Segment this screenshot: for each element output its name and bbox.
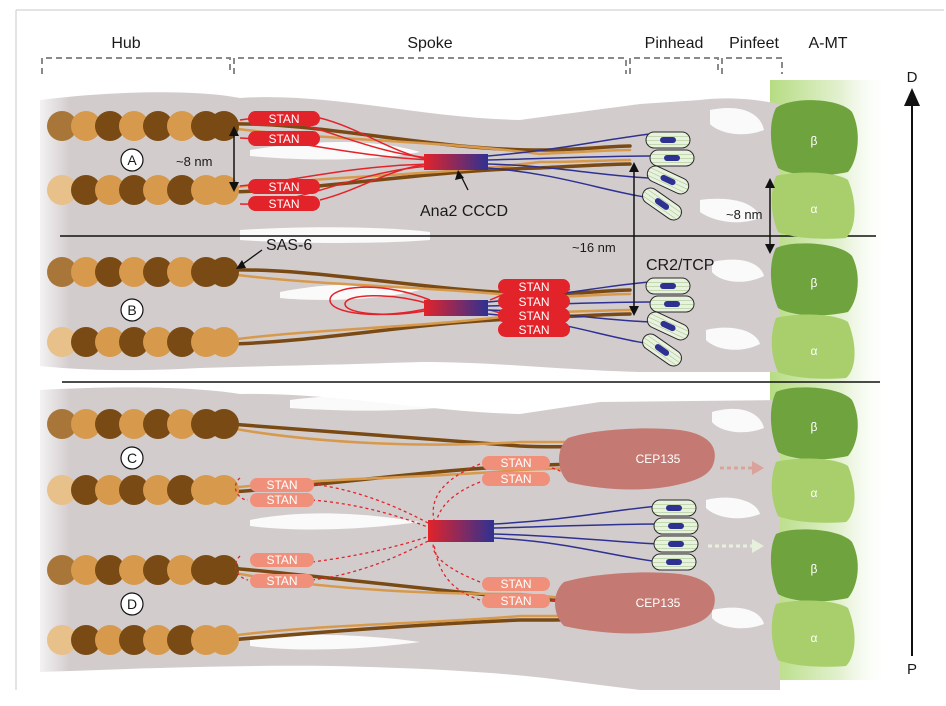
tubulin-label-5: β [811,420,818,434]
svg-text:STAN: STAN [266,478,297,492]
stan-pill: STAN [498,322,570,337]
cccd-bar-cd [428,520,494,542]
stan-pill: STAN [250,478,314,492]
cr2-tcp-label: CR2/TCP [646,257,714,274]
hub-row-4 [47,327,239,357]
stan-pill: STAN [498,294,570,309]
stan-pill: STAN [498,279,570,294]
stan-pill: STAN [250,574,314,588]
stan-pill: STAN [250,493,314,507]
hub-beads [47,111,239,655]
svg-text:STAN: STAN [266,493,297,507]
svg-text:STAN: STAN [500,594,531,608]
svg-text:STAN: STAN [518,295,549,309]
svg-text:STAN: STAN [500,472,531,486]
stan-pill: STAN [498,308,570,323]
ana2-label: Ana2 CCCD [420,203,508,220]
spoke-header: Spoke [407,35,452,52]
svg-text:STAN: STAN [518,280,549,294]
cccd-bar-a [424,154,488,170]
svg-text:STAN: STAN [518,309,549,323]
tubulin-label-7: β [811,562,818,576]
distal-label: D [907,69,918,86]
tubulin-label-8: α [811,631,818,645]
dp-axis-arrowhead [904,88,920,106]
stan-pill: STAN [482,456,550,470]
svg-text:STAN: STAN [268,180,299,194]
stan-pill: STAN [248,131,320,146]
row-d-label: D [127,596,137,612]
tubulin-label-6: α [811,486,818,500]
stan-pill: STAN [248,111,320,126]
pinfeet-header: Pinfeet [729,35,779,52]
pinhead-header: Pinhead [645,35,704,52]
header-brackets [42,58,782,74]
svg-text:STAN: STAN [268,132,299,146]
stan-pill: STAN [482,594,550,608]
amt-header: A-MT [808,35,847,52]
svg-text:STAN: STAN [266,574,297,588]
stan-pill: STAN [248,196,320,211]
tubulin-label-2: α [811,202,818,216]
stan-pill: STAN [250,553,314,567]
tubulin-label-3: β [811,276,818,290]
hub-header: Hub [111,35,140,52]
cep135-top-label: CEP135 [636,452,681,466]
row-c-label: C [127,450,137,466]
hub-row-6 [47,475,239,505]
cep135-bottom-label: CEP135 [636,596,681,610]
hub-row-7 [47,555,239,585]
row-a-label: A [127,152,137,168]
hub-row-3 [47,257,239,287]
svg-text:STAN: STAN [500,456,531,470]
proximal-label: P [907,661,917,678]
svg-text:STAN: STAN [268,112,299,126]
svg-text:STAN: STAN [500,577,531,591]
cccd-bar-b [424,300,488,316]
stan-pill: STAN [482,577,550,591]
svg-text:STAN: STAN [266,553,297,567]
nm8-right-label: ~8 nm [726,207,763,222]
stan-pill: STAN [248,179,320,194]
sas6-label: SAS-6 [266,237,312,254]
tubulin-label-1: β [811,134,818,148]
hub-row-8 [47,625,239,655]
hub-row-1 [47,111,239,141]
nm16-label: ~16 nm [572,240,616,255]
hub-row-5 [47,409,239,439]
tubulin-label-4: α [811,344,818,358]
svg-text:STAN: STAN [268,197,299,211]
row-b-label: B [127,302,136,318]
nm8-left-label: ~8 nm [176,154,213,169]
stan-pill: STAN [482,472,550,486]
svg-text:STAN: STAN [518,323,549,337]
hub-row-2 [47,175,239,205]
